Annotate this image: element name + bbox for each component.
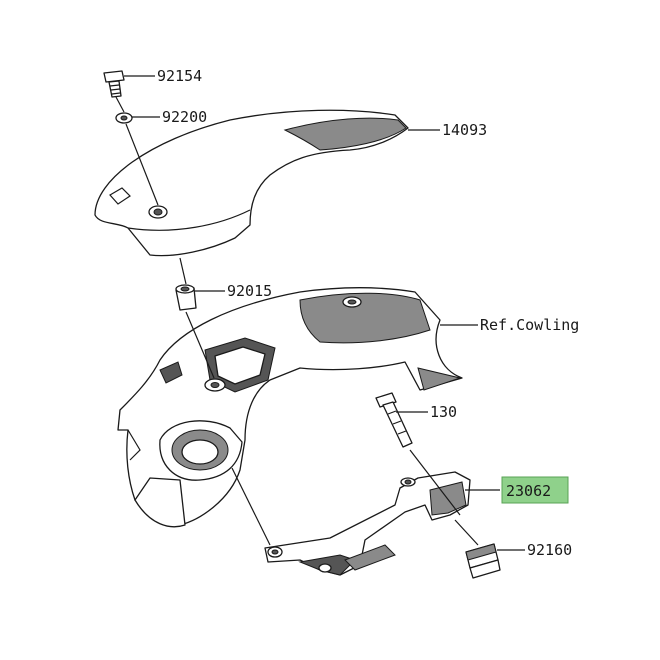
- bracket-23062: [264, 471, 471, 576]
- assembly-line-4: [185, 311, 215, 379]
- cover-14093: [94, 109, 409, 257]
- washer-92200: [115, 112, 133, 124]
- part-label-23062[interactable]: 23062: [506, 482, 551, 500]
- part-label-92160: 92160: [527, 541, 572, 559]
- part-label-92154: 92154: [157, 67, 202, 85]
- assembly-line-5: [231, 467, 271, 546]
- assembly-line-1: [115, 96, 125, 113]
- cowling-reference: [117, 287, 463, 528]
- bolt-130: [375, 392, 413, 448]
- part-label-14093: 14093: [442, 121, 487, 139]
- part-label-130: 130: [430, 403, 457, 421]
- highlight-23062: [501, 476, 569, 504]
- damper-92160: [465, 543, 501, 579]
- grommet-92015: [175, 284, 197, 311]
- assembly-line-3: [179, 257, 187, 285]
- assembly-line-6: [409, 449, 461, 516]
- assembly-line-2: [125, 123, 159, 206]
- screw-92154: [103, 70, 125, 98]
- part-label-92015: 92015: [227, 282, 272, 300]
- part-label-92200: 92200: [162, 108, 207, 126]
- part-label-cowling: Ref.Cowling: [480, 316, 579, 334]
- leader-lines: [115, 75, 525, 551]
- assembly-line-7: [454, 519, 479, 546]
